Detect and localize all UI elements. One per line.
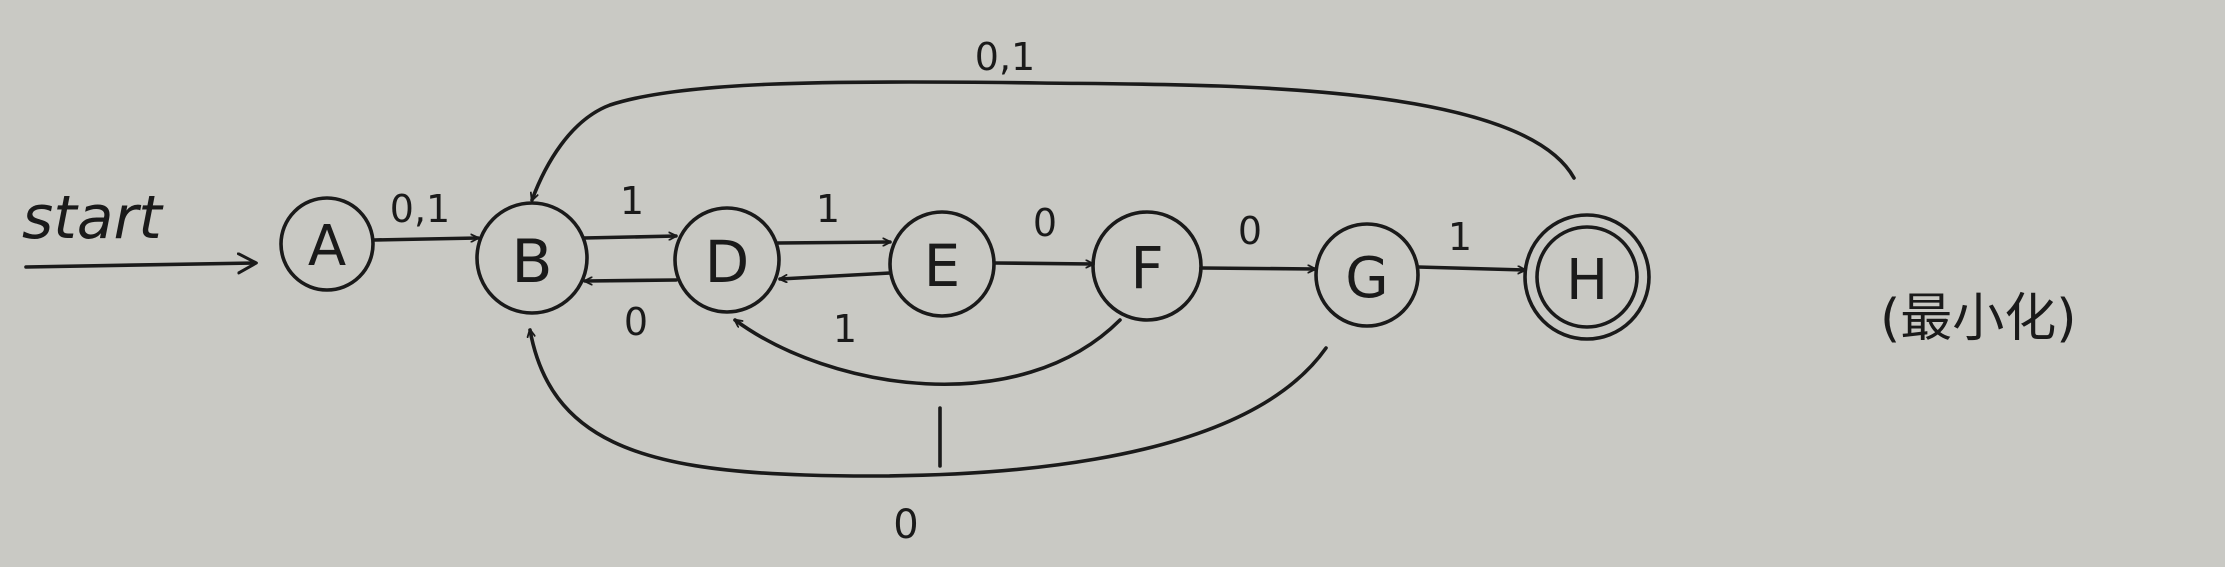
state-D: D (673, 206, 781, 314)
transition-label-D-E: 1 (816, 187, 840, 231)
state-H: H (1523, 213, 1651, 341)
transition-F-G (1199, 268, 1317, 269)
transition-H-B (532, 80, 1576, 202)
transition-B-D (582, 236, 678, 238)
state-label-H: H (1566, 248, 1608, 313)
transition-label-A-B: 0,1 (390, 187, 450, 231)
transition-label-G-B: 0 (893, 502, 918, 548)
transition-label-B-D: 1 (620, 179, 644, 223)
state-G: G (1314, 222, 1420, 328)
transition-label-F-G: 0 (1238, 209, 1262, 253)
state-A: A (279, 196, 375, 292)
state-label-F: F (1130, 234, 1163, 302)
state-label-B: B (511, 227, 552, 297)
state-label-G: G (1345, 246, 1388, 311)
transition-label-H-B: 0,1 (975, 35, 1035, 79)
start-label: start (22, 183, 164, 253)
transition-label-G-H: 1 (1448, 215, 1472, 259)
state-label-D: D (705, 228, 750, 296)
transition-G-H (1416, 265, 1527, 270)
transition-D-B (583, 280, 678, 281)
transition-D-E (776, 242, 892, 243)
start-arrow (24, 263, 255, 267)
transition-A-B (372, 238, 480, 240)
transition-label-E-D: 1 (833, 307, 857, 351)
transition-E-D (778, 271, 892, 279)
transition-label-D-B: 0 (624, 300, 648, 344)
state-label-A: A (308, 214, 346, 279)
transition-E-F (993, 263, 1095, 264)
transition-label-E-F: 0 (1033, 201, 1057, 245)
state-B: B (475, 201, 589, 315)
transition-F-D (733, 318, 1122, 387)
minimization-note: (最小化) (1880, 289, 2077, 349)
transition-G-B (530, 328, 1328, 478)
state-label-E: E (924, 232, 961, 300)
